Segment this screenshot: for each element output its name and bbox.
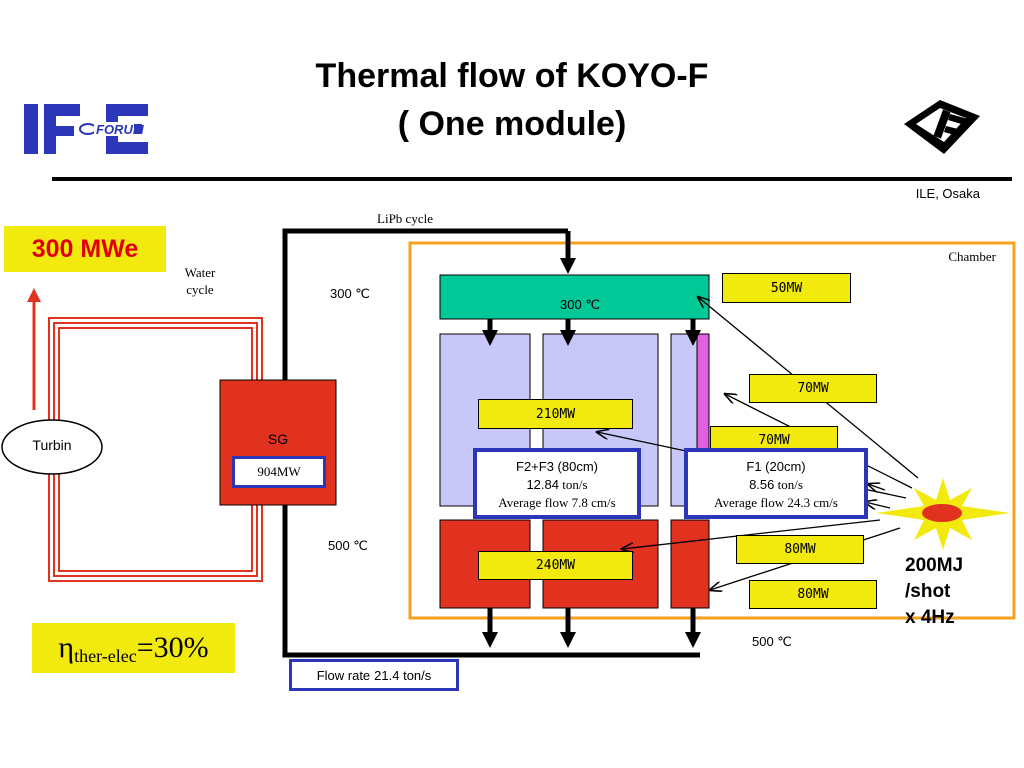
- green-header-block: [439, 274, 710, 320]
- sg-power-box: 904MW: [232, 456, 326, 488]
- lipb-cycle-label: LiPb cycle: [377, 211, 433, 226]
- temp-300-left: 300 ℃: [330, 286, 370, 301]
- flow-rate-value: 21.4 ton/s: [374, 667, 432, 683]
- efficiency-subscript: ther-elec: [74, 645, 137, 666]
- sg-label: SG: [267, 431, 289, 447]
- f2-f3-speed: 12.84 ton/s: [477, 476, 637, 494]
- f2-f3-speed-value: 12.84: [526, 477, 559, 492]
- f1-flow: Average flow 24.3 cm/s: [714, 495, 838, 510]
- power-80mw-b: 80MW: [749, 580, 877, 609]
- power-80mw-a: 80MW: [736, 535, 864, 564]
- flow-rate-label: Flow rate: [316, 667, 371, 683]
- ile-logo: [900, 96, 984, 158]
- chamber-label: Chamber: [948, 249, 996, 264]
- source-line1: 200MJ: [905, 555, 964, 576]
- power-70mw-a: 70MW: [749, 374, 877, 403]
- page-title-line1: Thermal flow of KOYO-F: [315, 57, 709, 95]
- temp-500-left: 500 ℃: [328, 538, 368, 553]
- chamber-border: [408, 241, 1016, 620]
- f2-f3-flow: Average flow 7.8 cm/s: [498, 495, 616, 510]
- page-title-line2: ( One module): [397, 105, 627, 143]
- f2-f3-info-box: F2+F3 (80cm) 12.84 ton/s Average flow 7.…: [473, 448, 641, 519]
- ife-forum-logo: FORUM: [24, 100, 150, 158]
- turbin-label: Turbin: [32, 437, 72, 453]
- header-rule: [52, 177, 1012, 181]
- source-label: 200MJ /shot x 4Hz: [905, 553, 995, 631]
- source-line3: x 4Hz: [905, 607, 955, 628]
- water-cycle-label: Water cycle: [184, 265, 216, 297]
- header-down-arrows: [487, 319, 696, 334]
- f1-speed: 8.56 ton/s: [688, 476, 864, 494]
- f2-f3-header: F2+F3 (80cm): [516, 459, 598, 474]
- power-50mw: 50MW: [722, 273, 851, 303]
- affiliation-label: ILE, Osaka: [915, 186, 980, 201]
- f1-info-box: F1 (20cm) 8.56 ton/s Average flow 24.3 c…: [684, 448, 868, 519]
- logo-forum-text: FORUM: [96, 122, 145, 137]
- source-line2: /shot: [905, 581, 951, 602]
- power-210mw: 210MW: [478, 399, 633, 429]
- temp-300-header: 300 ℃: [560, 297, 600, 312]
- f2-f3-speed-unit: ton/s: [562, 477, 588, 492]
- power-240mw: 240MW: [478, 551, 633, 580]
- f1-speed-value: 8.56: [749, 477, 775, 492]
- output-power-label: 300 MWe: [4, 226, 166, 272]
- turbin-shape: [1, 419, 103, 475]
- bottom-down-arrows: [487, 608, 696, 636]
- blanket-f1-lower: [670, 519, 710, 609]
- f1-header: F1 (20cm): [746, 459, 806, 474]
- efficiency-eta: η: [58, 631, 75, 664]
- flow-rate-box: Flow rate 21.4 ton/s: [289, 659, 459, 691]
- efficiency-value: =30%: [136, 631, 209, 664]
- temp-500-bottom: 500 ℃: [752, 634, 792, 649]
- f1-speed-unit: ton/s: [777, 477, 803, 492]
